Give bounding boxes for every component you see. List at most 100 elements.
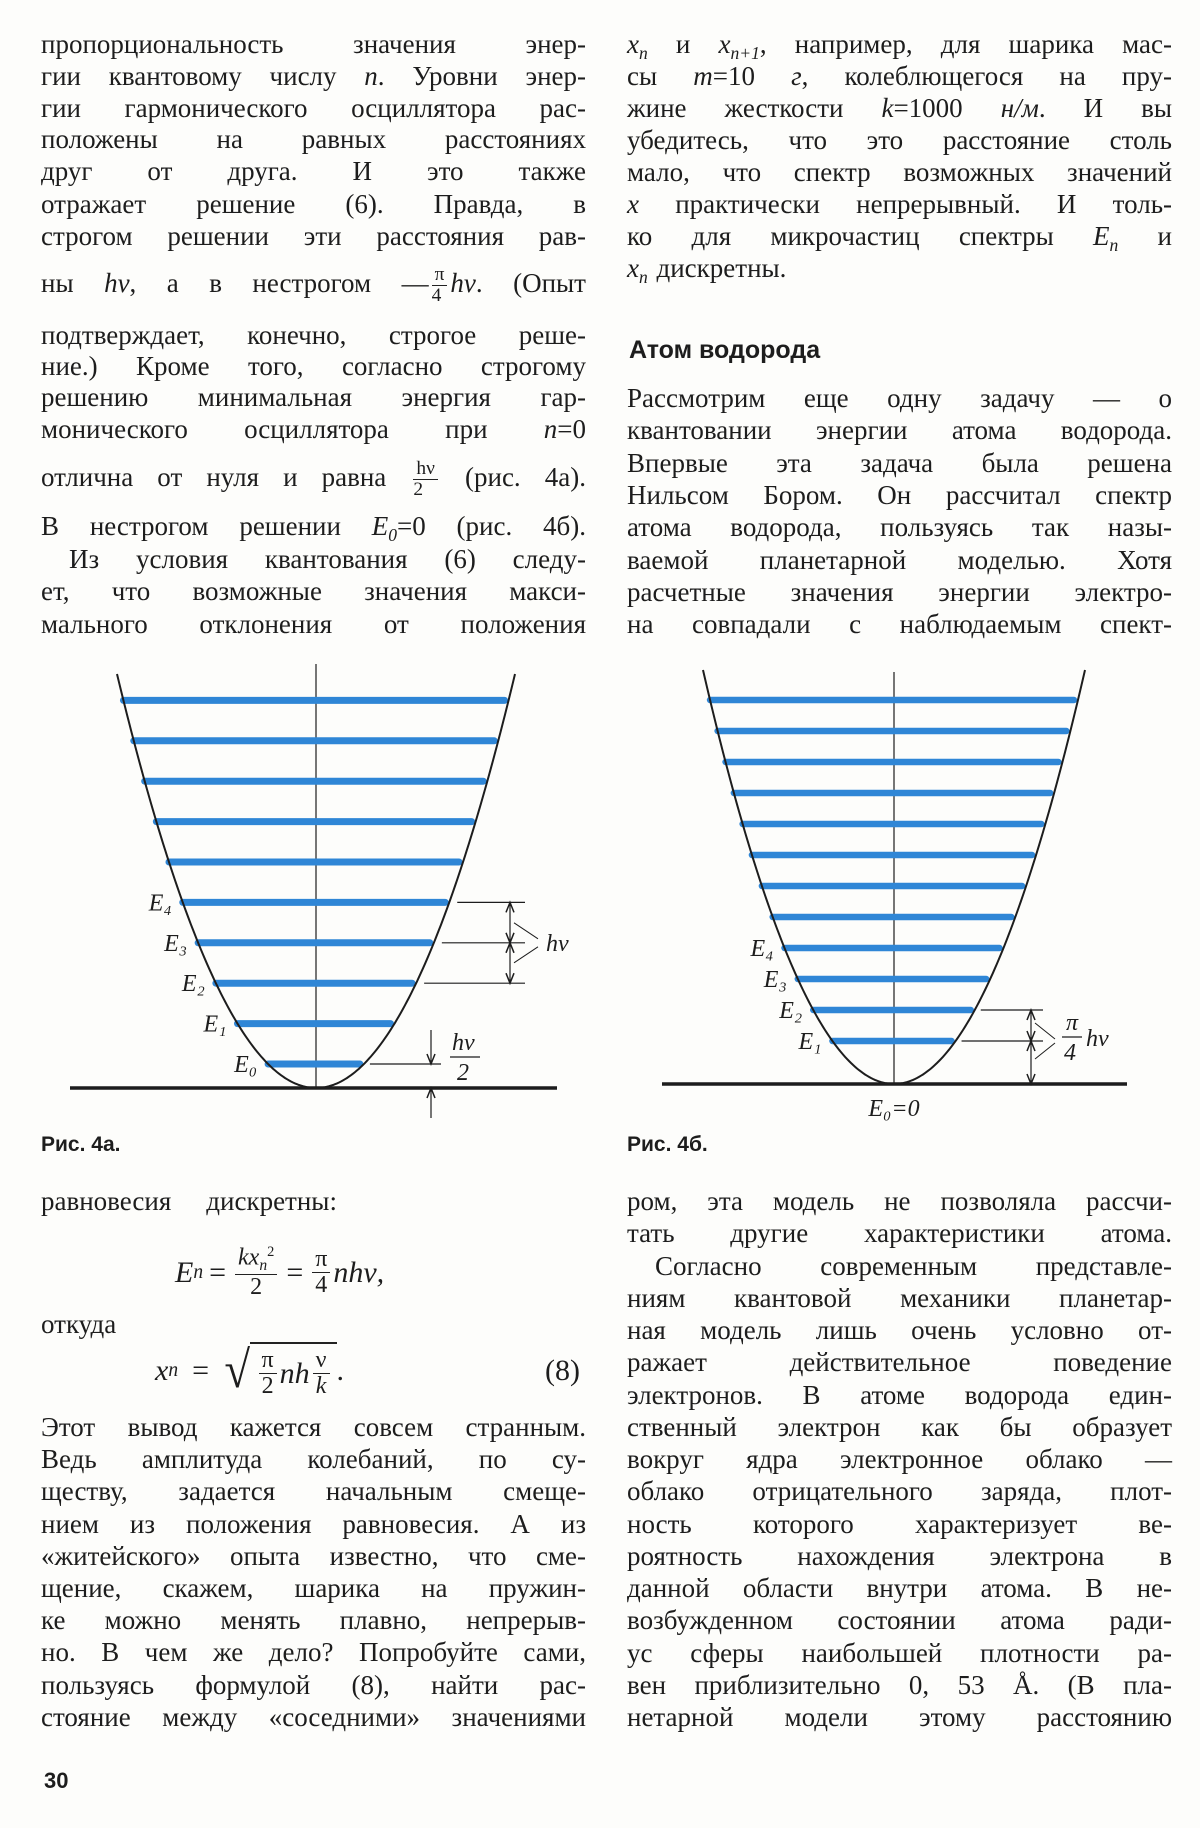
- text-line: мало, что спектр возможных значений: [627, 156, 1172, 188]
- text-run: Согласно современным представле-: [655, 1251, 1172, 1281]
- energy-level-label: E₃: [763, 967, 787, 993]
- text-run: роятность нахождения электрона в: [627, 1541, 1172, 1571]
- text-run: друг от друга. И это также: [41, 156, 586, 186]
- text-line: тать другие характеристики атома.: [627, 1217, 1172, 1249]
- math-symbol: m: [693, 61, 713, 91]
- math-symbol: г: [791, 61, 802, 91]
- radical-sign-icon: √: [224, 1341, 251, 1399]
- text-run: , например, для шарика мас-: [759, 29, 1172, 59]
- text-line: Из условия квантования (6) следу-: [69, 543, 586, 575]
- text-run: ниям квантовой механики планетар-: [627, 1283, 1172, 1313]
- text-run: ром, эта модель не позволяла рассчи-: [627, 1186, 1172, 1216]
- text-run: Впервые эта задача была решена: [627, 448, 1172, 478]
- text-line: «житейского» опыта известно, что сме-: [41, 1540, 586, 1572]
- equation-number: (8): [545, 1354, 580, 1387]
- text-run: возбужденном состоянии атома ради-: [627, 1605, 1172, 1635]
- text-run: нетарной модели этому расстоянию: [627, 1702, 1172, 1732]
- math-denominator: 2: [413, 479, 424, 501]
- text-line: друг от друга. И это также: [41, 155, 586, 187]
- math-subscript: n: [193, 1261, 204, 1283]
- text-run: подтверждает, конечно, строгое реше-: [41, 320, 586, 350]
- text-line: вен приблизительно 0, 53 Å. (В пла-: [627, 1669, 1172, 1701]
- text-run: ке можно менять плавно, непрерыв-: [41, 1605, 586, 1635]
- arrowhead-icon: [426, 1053, 436, 1067]
- text-line: расчетные значения энергии электро-: [627, 576, 1172, 608]
- math-symbol: x: [718, 29, 731, 59]
- text-run: тать другие характеристики атома.: [627, 1218, 1172, 1248]
- text-run: . (Опыт: [475, 268, 586, 299]
- text-line: ственный электрон как бы образует: [627, 1411, 1172, 1443]
- text-run: дискретны.: [647, 253, 787, 283]
- text-run: квантовании энергии атома водорода.: [627, 415, 1172, 445]
- text-line: облако отрицательного заряда, плот-: [627, 1475, 1172, 1507]
- text-run: отлична от нуля и равна: [41, 462, 411, 493]
- math-operator: =: [286, 1255, 304, 1289]
- energy-level-label: E₁: [203, 1012, 227, 1038]
- math-symbol: hν: [104, 268, 130, 299]
- text-run: практически непрерывный. И толь-: [638, 189, 1172, 219]
- ground-energy-denominator: 2: [457, 1060, 469, 1086]
- math-symbol: x: [155, 1353, 169, 1387]
- math-subscript: n: [1109, 235, 1119, 256]
- text-line: роятность нахождения электрона в: [627, 1540, 1172, 1572]
- arrowhead-icon: [426, 1085, 436, 1099]
- text-line: ет, что возможные значения макси-: [41, 575, 586, 607]
- figure-caption-4b: Рис. 4б.: [627, 1133, 708, 1156]
- text-line: положены на равных расстояниях: [41, 123, 586, 155]
- text-line: строгом решении эти расстояния рав-: [41, 220, 586, 252]
- leader-line: [513, 922, 539, 940]
- text-line: гии квантовому числу n. Уровни энер-: [41, 60, 586, 92]
- text-line: данной области внутри атома. В не-: [627, 1572, 1172, 1604]
- text-line: ная модель лишь очень условно от-: [627, 1314, 1172, 1346]
- text-run: убедитесь, что это расстояние столь: [627, 125, 1172, 155]
- math-symbol: hν: [450, 268, 476, 299]
- text-line: пропорциональность значения энер-: [41, 28, 586, 60]
- text-run: вокруг ядра электронное облако —: [627, 1444, 1172, 1474]
- math-subscript: n: [638, 267, 648, 288]
- math-subscript: n: [168, 1359, 179, 1381]
- text-line: возбужденном состоянии атома ради-: [627, 1604, 1172, 1636]
- math-operator: .: [336, 1353, 345, 1387]
- text-run: атома водорода, пользуясь так назы-: [627, 512, 1172, 542]
- text-run: =0: [557, 414, 586, 444]
- text-line: ваемой планетарной моделью. Хотя: [627, 544, 1172, 576]
- text-run: нием из положения равновесия. А из: [41, 1509, 586, 1539]
- text-run: Этот вывод кажется совсем странным.: [41, 1412, 586, 1442]
- text-line: ко для микрочастиц спектры En и: [627, 220, 1172, 256]
- text-run: пользуясь формулой (8), найти рас-: [41, 1670, 586, 1700]
- math-symbol: x: [627, 189, 639, 219]
- text-run: , а в нестрогом —: [129, 268, 429, 299]
- math-numerator: kx: [238, 1244, 260, 1271]
- text-line: Этот вывод кажется совсем странным.: [41, 1411, 586, 1443]
- text-run: «житейского» опыта известно, что сме-: [41, 1541, 586, 1571]
- text-run: гии гармонического осциллятора рас-: [41, 93, 586, 123]
- text-run: жине жесткости: [627, 93, 882, 123]
- text-line: откуда: [41, 1309, 117, 1339]
- text-run: . Уровни энер-: [377, 61, 586, 91]
- energy-level-label: E₃: [163, 931, 187, 957]
- text-run: . И вы: [1038, 93, 1172, 123]
- energy-level-label: E₂: [181, 971, 205, 997]
- text-line: В нестрогом решении E0=0 (рис. 4б).: [41, 510, 586, 545]
- text-run: вен приблизительно 0, 53 Å. (В пла-: [627, 1670, 1172, 1700]
- text-line: ром, эта модель не позволяла рассчи-: [627, 1185, 1172, 1217]
- text-run: =1000: [893, 93, 1001, 123]
- math-numerator: hν: [413, 458, 438, 481]
- text-run: пропорциональность значения энер-: [41, 29, 586, 59]
- math-symbol: n: [543, 414, 558, 444]
- math-symbol: E: [175, 1255, 194, 1289]
- leader-line: [513, 946, 539, 964]
- text-line: стояние между «соседними» значениями: [41, 1701, 586, 1733]
- text-run: В нестрогом решении: [41, 511, 372, 541]
- text-run: данной области внутри атома. В не-: [627, 1573, 1172, 1603]
- text-run: ществу, задается начальным смеще-: [41, 1476, 586, 1506]
- text-line: xn и xn+1, например, для шарика мас-: [627, 28, 1172, 63]
- text-run: ность которого характеризует ве-: [627, 1509, 1172, 1539]
